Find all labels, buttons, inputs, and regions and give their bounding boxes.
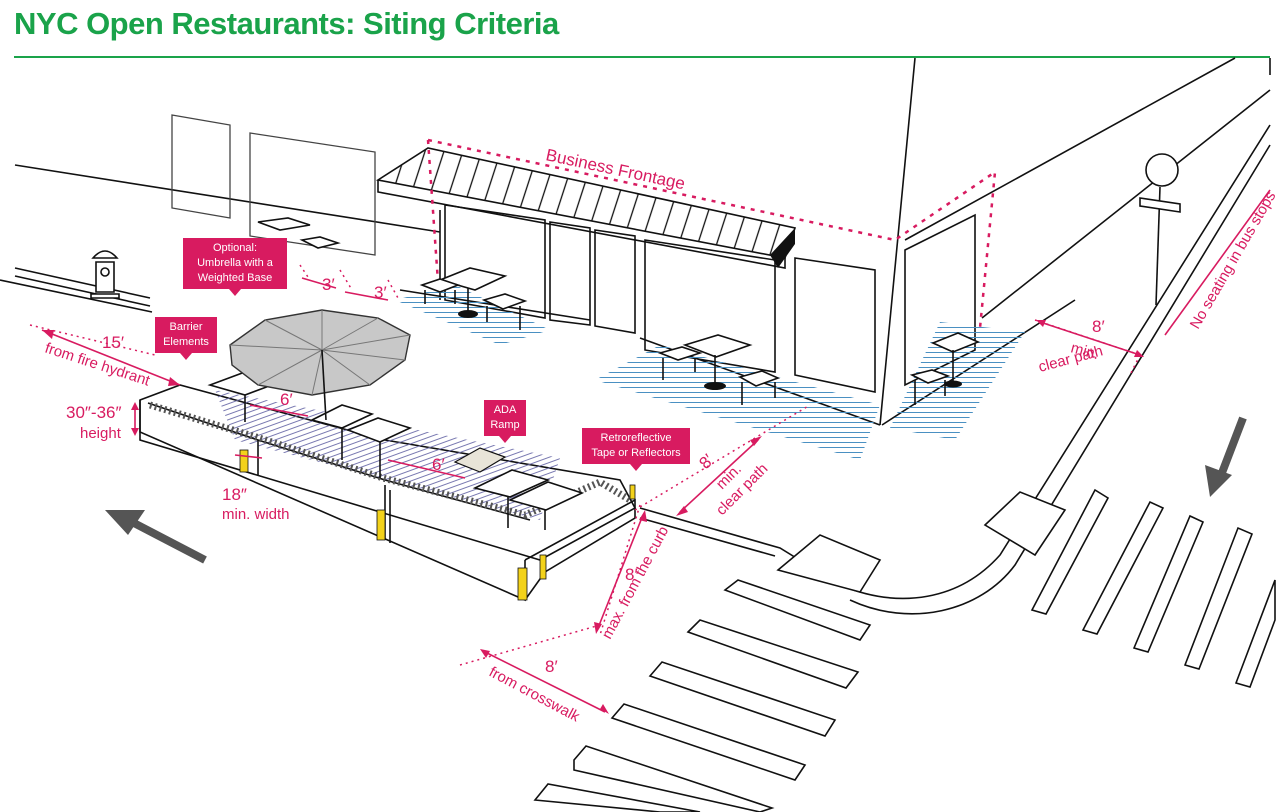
curb-ramps bbox=[776, 491, 1067, 593]
callout-tape: Retroreflective Tape or Reflectors bbox=[582, 428, 690, 471]
crosswalk-text: from crosswalk bbox=[486, 664, 583, 726]
dimension-arrows bbox=[41, 189, 1271, 714]
title-rule bbox=[14, 56, 1270, 58]
sidewalk-tables bbox=[257, 217, 981, 405]
fire-hydrant-text: from fire hydrant bbox=[43, 340, 153, 390]
clearpath-road-value: 8′ bbox=[695, 450, 717, 472]
curb-text: max. from the curb bbox=[599, 523, 673, 641]
bus-stop-sign-icon bbox=[1139, 153, 1181, 306]
traffic-arrows bbox=[105, 416, 1247, 564]
clear-value-2: 3′ bbox=[374, 283, 387, 302]
clear-value-1: 3′ bbox=[322, 275, 335, 294]
clearpath-corner-value: 8′ bbox=[1092, 317, 1105, 336]
callout-ada: ADA Ramp bbox=[484, 400, 526, 443]
aisle-value-1: 6′ bbox=[280, 390, 293, 409]
umbrella-icon bbox=[229, 309, 411, 421]
clearpath-corner-text1: min. bbox=[1069, 339, 1101, 363]
fire-hydrant-icon bbox=[90, 250, 120, 299]
page-title: NYC Open Restaurants: Siting Criteria bbox=[14, 6, 559, 41]
fire-hydrant-value: 15′ bbox=[102, 333, 124, 352]
frontage-side-left bbox=[426, 139, 440, 283]
left-windows bbox=[171, 114, 376, 256]
height-text: height bbox=[80, 425, 122, 442]
width-value: 18″ bbox=[222, 485, 247, 504]
roadway-barrier bbox=[139, 384, 637, 602]
crosswalks bbox=[533, 488, 1276, 812]
aisle-value-2: 6′ bbox=[432, 455, 445, 474]
curb-value: 8′ bbox=[625, 565, 638, 584]
width-text: min. width bbox=[222, 506, 290, 523]
awning bbox=[375, 147, 797, 269]
callout-barrier: Barrier Elements bbox=[155, 317, 217, 360]
crosswalk-value: 8′ bbox=[545, 657, 558, 676]
callout-umbrella: Optional: Umbrella with a Weighted Base bbox=[183, 238, 287, 296]
height-value: 30″-36″ bbox=[66, 403, 122, 422]
